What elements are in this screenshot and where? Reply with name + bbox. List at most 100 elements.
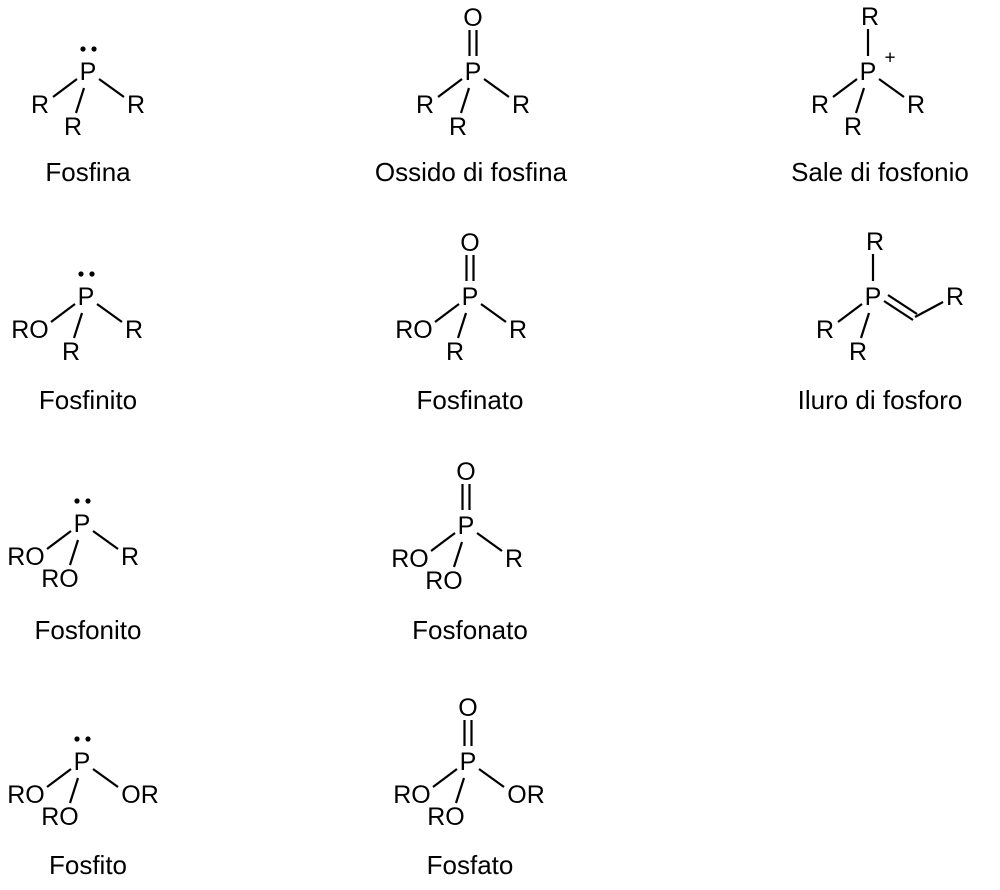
left-substituent-label: R — [816, 316, 834, 344]
left-bond-line — [434, 303, 460, 323]
phosphorus-atom-label: P — [865, 283, 882, 311]
lone-pair-dot — [74, 498, 80, 504]
phosphorus-atom-label: P — [74, 748, 91, 776]
oxygen-atom-label: O — [456, 458, 475, 486]
right-substituent-label: OR — [507, 781, 545, 809]
left-bond-line — [832, 78, 858, 98]
oxygen-atom-label: O — [458, 694, 477, 722]
phosphorus-atom-label: P — [462, 283, 479, 311]
right-substituent-label: R — [509, 316, 527, 344]
down-bond-line — [72, 312, 84, 339]
plus-charge: + — [884, 48, 895, 69]
down-substituent-label: R — [62, 338, 80, 366]
down-substituent-label: R — [64, 113, 82, 141]
top-substituent-label: R — [866, 228, 884, 256]
lone-pair-dot — [89, 271, 95, 277]
down-substituent-label: RO — [425, 567, 463, 595]
structure-name-label: Fosfito — [49, 850, 127, 880]
right-bond-line — [98, 78, 125, 98]
structure-name-label: Ossido di fosfina — [375, 157, 568, 187]
right-bond-line — [96, 303, 123, 323]
right-substituent-label: R — [121, 543, 139, 571]
phosphorus-atom-label: P — [458, 512, 475, 540]
left-bond-line — [52, 78, 78, 98]
oxygen-atom-label: O — [460, 229, 479, 257]
lone-pair-dot — [85, 736, 91, 742]
ylide-substituent-label: R — [946, 283, 964, 311]
left-bond-line — [432, 768, 458, 788]
down-substituent-label: R — [449, 113, 467, 141]
down-substituent-label: R — [446, 338, 464, 366]
phosphorus-atom-label: P — [860, 58, 877, 86]
left-substituent-label: R — [811, 91, 829, 119]
structure-name-label: Sale di fosfonio — [791, 157, 969, 187]
phosphorus-atom-label: P — [74, 510, 91, 538]
right-bond-line — [878, 78, 905, 98]
left-bond-line — [430, 532, 456, 552]
down-bond-line — [456, 312, 468, 339]
down-bond-line — [854, 87, 866, 114]
left-bond-line — [50, 303, 76, 323]
down-substituent-label: R — [844, 113, 862, 141]
left-substituent-label: RO — [7, 781, 45, 809]
left-substituent-label: R — [416, 91, 434, 119]
left-bond-line — [46, 768, 72, 788]
structure-name-label: Fosfinato — [417, 385, 524, 415]
down-bond-line — [859, 312, 871, 339]
structure-fosfonito: P RO R RO Fosfonito — [7, 498, 141, 645]
right-substituent-label: R — [512, 91, 530, 119]
structure-name-label: Fosfato — [427, 850, 514, 880]
right-substituent-label: R — [907, 91, 925, 119]
top-substituent-label: R — [861, 3, 879, 31]
structure-fosfinito: P RO R R Fosfinito — [11, 271, 143, 415]
ylide-double-bond-line — [883, 300, 914, 321]
right-bond-line — [92, 768, 119, 788]
oxygen-atom-label: O — [463, 4, 482, 32]
right-substituent-label: R — [505, 545, 523, 573]
right-bond-line — [92, 530, 119, 550]
right-substituent-label: OR — [121, 781, 159, 809]
phosphorus-atom-label: P — [78, 283, 95, 311]
left-bond-line — [837, 303, 863, 323]
left-substituent-label: RO — [393, 781, 431, 809]
down-bond-line — [452, 541, 464, 568]
ylide-single-bond-line — [914, 301, 944, 318]
down-bond-line — [74, 87, 86, 114]
left-substituent-label: RO — [395, 316, 433, 344]
left-substituent-label: RO — [11, 316, 49, 344]
down-bond-line — [454, 777, 466, 804]
right-bond-line — [480, 303, 507, 323]
phosphorus-atom-label: P — [460, 748, 477, 776]
structure-name-label: Fosfonato — [412, 615, 528, 645]
structure-name-label: Fosfina — [45, 157, 131, 187]
phosphorus-atom-label: P — [80, 58, 97, 86]
lone-pair-dot — [91, 46, 97, 52]
right-substituent-label: R — [127, 91, 145, 119]
lone-pair-dot — [74, 736, 80, 742]
left-bond-line — [46, 530, 72, 550]
left-substituent-label: RO — [391, 545, 429, 573]
right-substituent-label: R — [125, 316, 143, 344]
ylide-double-bond-line — [887, 294, 918, 315]
phosphorus-atom-label: P — [465, 58, 482, 86]
right-bond-line — [483, 78, 510, 98]
lone-pair-dot — [78, 271, 84, 277]
left-bond-line — [437, 78, 463, 98]
structure-name-label: Fosfinito — [39, 385, 137, 415]
structure-name-label: Fosfonito — [35, 615, 142, 645]
lone-pair-dot — [80, 46, 86, 52]
left-substituent-label: RO — [7, 543, 45, 571]
down-substituent-label: RO — [41, 565, 79, 593]
lone-pair-dot — [85, 498, 91, 504]
right-bond-line — [478, 768, 505, 788]
structure-fosfato: PO RO OR RO Fosfato — [393, 694, 545, 880]
structure-name-label: Iluro di fosforo — [798, 385, 963, 415]
left-substituent-label: R — [31, 91, 49, 119]
down-substituent-label: RO — [427, 803, 465, 831]
right-bond-line — [476, 532, 503, 552]
